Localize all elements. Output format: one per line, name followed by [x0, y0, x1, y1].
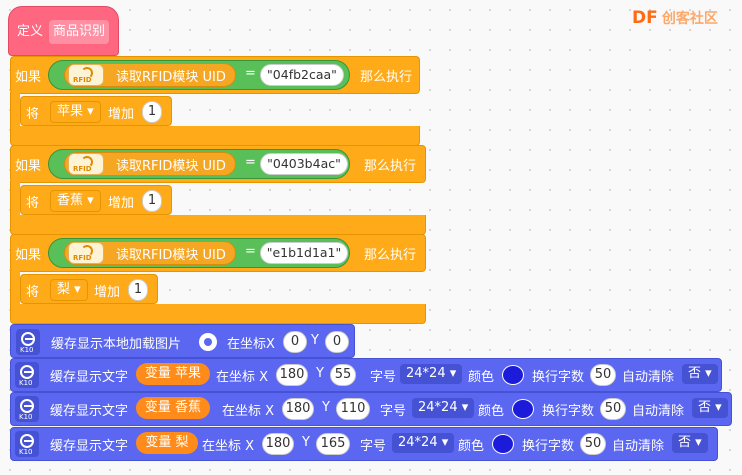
wrap-label: 换行字数 — [542, 404, 595, 419]
y-label: Y — [322, 400, 330, 415]
increase-label: 增加 — [108, 196, 135, 211]
wrap-input[interactable]: 50 — [590, 364, 616, 386]
if-label: 如果 — [15, 159, 42, 174]
y-input[interactable]: 55 — [330, 364, 356, 386]
font-size-dropdown[interactable]: 24*24 ▾ — [392, 433, 455, 453]
if-arm — [10, 270, 20, 306]
variable-reporter[interactable]: 变量 香蕉 — [136, 397, 210, 419]
k10-icon: K10 — [15, 396, 39, 422]
rfid-icon: RFID — [68, 242, 104, 264]
image-x-input[interactable]: 0 — [283, 331, 307, 353]
auto-clear-dropdown[interactable]: 否 ▾ — [692, 398, 728, 418]
y-label: Y — [316, 366, 324, 381]
brand-logo: DF 创客社区 — [632, 8, 737, 32]
rfid-read-label: 读取RFID模块 UID — [116, 159, 226, 174]
at-x-label: 在坐标 X — [216, 370, 269, 385]
wrap-label: 换行字数 — [522, 439, 575, 454]
x-input[interactable]: 180 — [282, 398, 314, 420]
then-label: 那么执行 — [360, 70, 413, 85]
y-input[interactable]: 110 — [336, 398, 370, 420]
wrap-input[interactable]: 50 — [600, 398, 626, 420]
define-block[interactable]: 定义 商品识别 — [8, 6, 119, 56]
uid-string-input[interactable]: "e1b1d1a1" — [260, 242, 348, 264]
uid-string-input[interactable]: "04fb2caa" — [260, 64, 344, 86]
font-label: 字号 — [380, 404, 407, 419]
then-label: 那么执行 — [364, 159, 417, 174]
equals-operator: = — [245, 66, 256, 81]
if-arm — [10, 181, 20, 217]
text-block-label: 缓存显示文字 — [50, 370, 129, 385]
auto-clear-dropdown[interactable]: 否 ▾ — [682, 364, 718, 384]
auto-clear-dropdown[interactable]: 否 ▾ — [672, 433, 708, 453]
define-label: 定义 — [17, 24, 44, 39]
k10-icon: K10 — [16, 329, 40, 355]
amount-input[interactable]: 1 — [142, 101, 162, 123]
image-at-label: 在坐标X — [227, 337, 275, 352]
if-label: 如果 — [15, 248, 42, 263]
image-block-label: 缓存显示本地加载图片 — [51, 337, 182, 352]
if-label: 如果 — [15, 70, 42, 85]
k10-icon: K10 — [15, 431, 39, 457]
rfid-read-label: 读取RFID模块 UID — [116, 70, 226, 85]
font-size-dropdown[interactable]: 24*24 ▾ — [412, 398, 475, 418]
color-picker[interactable] — [492, 434, 514, 454]
text-block-label: 缓存显示文字 — [50, 404, 129, 419]
y-label: Y — [302, 435, 310, 450]
change-label: 将 — [26, 285, 40, 300]
increase-label: 增加 — [94, 285, 121, 300]
equals-operator: = — [245, 244, 256, 259]
at-x-label: 在坐标 X — [202, 439, 255, 454]
image-y-input[interactable]: 0 — [325, 331, 349, 353]
x-input[interactable]: 180 — [262, 433, 294, 455]
x-input[interactable]: 180 — [276, 364, 308, 386]
if-arm — [10, 92, 20, 128]
increase-label: 增加 — [108, 107, 135, 122]
y-input[interactable]: 165 — [316, 433, 350, 455]
change-label: 将 — [26, 196, 40, 211]
var-dropdown[interactable]: 香蕉 ▾ — [50, 190, 101, 212]
amount-input[interactable]: 1 — [142, 190, 162, 212]
font-size-dropdown[interactable]: 24*24 ▾ — [400, 364, 463, 384]
wrap-label: 换行字数 — [532, 370, 585, 385]
k10-badge: K10 — [20, 346, 34, 354]
rfid-read-label: 读取RFID模块 UID — [116, 248, 226, 263]
gear-icon[interactable] — [199, 333, 217, 351]
auto-clear-label: 自动清除 — [632, 404, 685, 419]
font-label: 字号 — [370, 370, 397, 385]
uid-string-input[interactable]: "0403b4ac" — [260, 153, 348, 175]
rfid-icon: RFID — [68, 64, 104, 86]
color-picker[interactable] — [502, 365, 524, 385]
if-bottom — [10, 215, 426, 235]
color-label: 颜色 — [478, 404, 505, 419]
k10-icon: K10 — [15, 362, 39, 388]
if-bottom — [10, 126, 420, 146]
variable-reporter[interactable]: 变量 梨 — [136, 432, 198, 454]
at-x-label: 在坐标 X — [222, 404, 275, 419]
then-label: 那么执行 — [364, 248, 417, 263]
var-dropdown[interactable]: 梨 ▾ — [50, 279, 88, 301]
variable-reporter[interactable]: 变量 苹果 — [136, 363, 210, 385]
color-picker[interactable] — [512, 399, 534, 419]
equals-operator: = — [245, 155, 256, 170]
amount-input[interactable]: 1 — [128, 279, 148, 301]
color-label: 颜色 — [458, 439, 485, 454]
logo-sub: 创客社区 — [661, 11, 718, 27]
font-label: 字号 — [360, 439, 387, 454]
image-y-label: Y — [311, 333, 319, 348]
wrap-input[interactable]: 50 — [580, 433, 606, 455]
rfid-icon: RFID — [68, 153, 104, 175]
change-label: 将 — [26, 107, 40, 122]
auto-clear-label: 自动清除 — [612, 439, 665, 454]
var-dropdown[interactable]: 苹果 ▾ — [50, 101, 101, 123]
display-image-block[interactable]: K10 缓存显示本地加载图片 在坐标X 0 Y 0 — [10, 324, 355, 358]
color-label: 颜色 — [468, 370, 495, 385]
define-name[interactable]: 商品识别 — [49, 20, 110, 44]
text-block-label: 缓存显示文字 — [50, 439, 129, 454]
auto-clear-label: 自动清除 — [622, 370, 675, 385]
logo-text: DF — [632, 8, 658, 28]
if-bottom — [10, 304, 426, 324]
